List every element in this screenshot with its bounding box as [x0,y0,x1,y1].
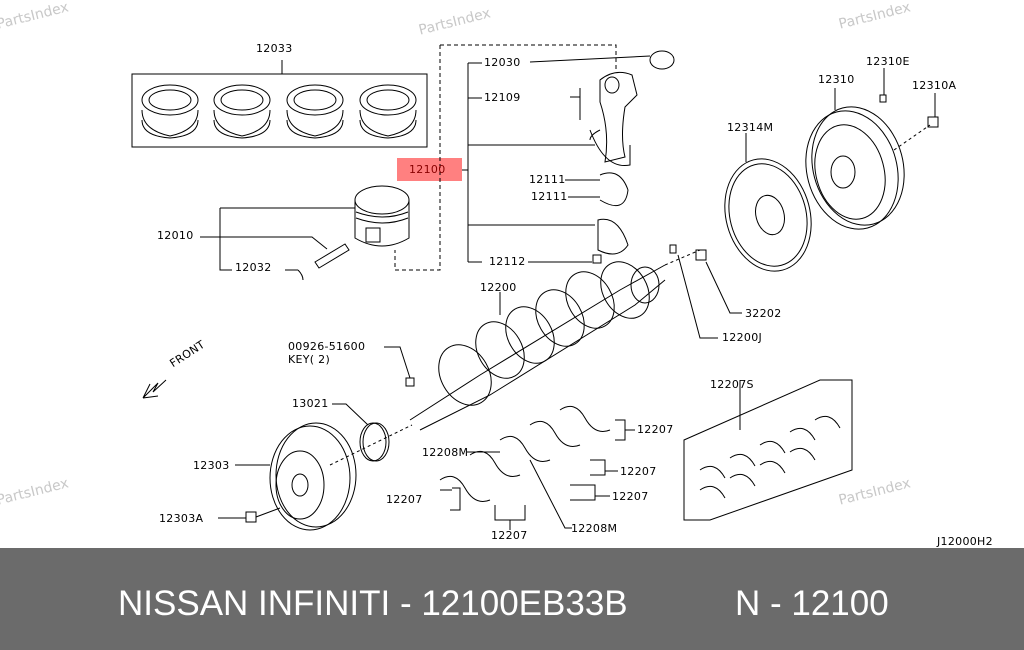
label-12208m-upper[interactable]: 12208M [422,446,469,459]
label-12310a[interactable]: 12310A [912,79,957,92]
crankshaft-icon [384,244,742,431]
label-12030[interactable]: 12030 [484,56,521,69]
crank-pulley-icon [218,422,413,531]
parts-drawing [131,44,939,531]
label-12112[interactable]: 12112 [489,255,526,268]
label-12010[interactable]: 12010 [157,229,194,242]
flywheel-icon [805,68,939,230]
drive-plate-icon [724,133,812,272]
label-00926-51600[interactable]: 00926-51600 [288,340,366,353]
piston-icon [200,185,410,281]
label-12100[interactable]: 12100 [409,163,446,176]
part-info-footer: NISSAN INFINITI - 12100EB33B N - 12100 [0,548,1024,650]
label-12207[interactable]: 12207 [491,529,528,542]
label-12207[interactable]: 12207 [637,423,674,436]
main-bearing-icon [439,405,635,530]
reference-number: N - 12100 [735,584,889,623]
parts-diagram: PartsIndex PartsIndex PartsIndex PartsIn… [0,0,993,548]
label-12314m[interactable]: 12314M [727,121,774,134]
front-arrow-icon [142,379,167,399]
label-12310e[interactable]: 12310E [866,55,910,68]
label-12208m-lower[interactable]: 12208M [571,522,618,535]
label-12200[interactable]: 12200 [480,281,517,294]
label-key: KEY( 2) [288,353,331,366]
connecting-rod-icon [528,50,675,264]
label-12310[interactable]: 12310 [818,73,855,86]
label-12207[interactable]: 12207 [386,493,423,506]
label-12207s[interactable]: 12207S [710,378,754,391]
label-12200j[interactable]: 12200J [722,331,763,344]
highlighted-part-marker [397,158,462,181]
label-12032[interactable]: 12032 [235,261,272,274]
label-12033[interactable]: 12033 [256,42,293,55]
label-12303[interactable]: 12303 [193,459,230,472]
label-12207[interactable]: 12207 [612,490,649,503]
label-12111-upper[interactable]: 12111 [529,173,566,186]
piston-ring-set-icon [131,60,428,148]
diagram-code: J12000H2 [937,535,993,548]
label-13021[interactable]: 13021 [292,397,329,410]
crank-sprocket-icon [332,403,390,462]
label-32202[interactable]: 32202 [745,307,782,320]
label-12303a[interactable]: 12303A [159,512,204,525]
label-12207[interactable]: 12207 [620,465,657,478]
label-12109[interactable]: 12109 [484,91,521,104]
part-number-title: NISSAN INFINITI - 12100EB33B [118,584,628,623]
main-bearing-set-icon [683,379,853,521]
label-12111-lower[interactable]: 12111 [531,190,568,203]
